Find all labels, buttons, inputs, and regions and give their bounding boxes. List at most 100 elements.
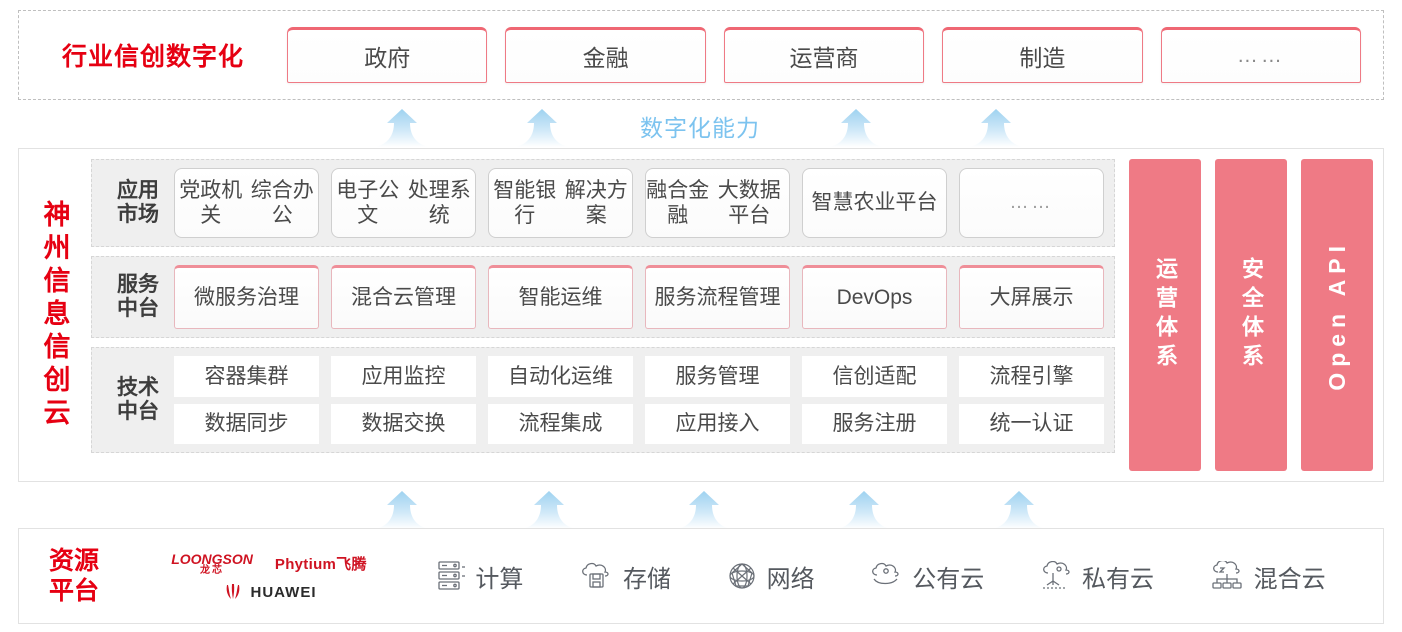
up-arrow-icon [675,490,733,530]
cloud-platform-box: 神州信息信创云 应用 市场 党政机关综合办公 电子公文处理系统 智能银行解决方案… [18,148,1384,482]
pillar-label: 安全体系 [1239,257,1264,373]
resource-item-storage[interactable]: 存储 [578,559,671,594]
up-arrow-icon [520,490,578,530]
pillar-label: 运营体系 [1153,257,1178,373]
pillar-open-api[interactable]: Open API [1301,159,1373,471]
resource-item-compute[interactable]: 计算 [436,559,523,594]
svc-cell-service-process-mgmt[interactable]: 服务流程管理 [645,265,790,329]
vendor-row-2: HUAWEI [222,584,317,601]
tech-cell-container-cluster[interactable]: 容器集群 [174,356,319,397]
application-cell-list: 党政机关综合办公 电子公文处理系统 智能银行解决方案 融合金融大数据平台 智慧农… [174,168,1104,238]
server-icon [438,561,466,590]
loongson-logo-sub: 龙芯 [200,564,225,576]
pillar-security-system[interactable]: 安全体系 [1215,159,1287,471]
huawei-logo: HUAWEI [222,584,317,601]
layer-technical-platform: 技术 中台 容器集群 应用监控 自动化运维 服务管理 信创适配 流程引擎 数据同… [91,347,1115,453]
vendor-logo-list: LOONGSON 龙芯 Phytium飞腾 HUAWEI [129,552,409,601]
technical-cell-grid: 容器集群 应用监控 自动化运维 服务管理 信创适配 流程引擎 数据同步 数据交换… [174,356,1104,444]
private-cloud-icon [1042,561,1070,589]
tech-cell-data-exchange[interactable]: 数据交换 [331,403,476,444]
cloud-layer-list: 应用 市场 党政机关综合办公 电子公文处理系统 智能银行解决方案 融合金融大数据… [91,149,1121,481]
resource-item-label: 公有云 [912,565,985,593]
resource-item-label: 计算 [475,565,524,593]
cloud-platform-title: 神州信息信创云 [39,199,70,431]
resource-item-network[interactable]: 网络 [726,559,815,594]
huawei-flower-icon [226,584,239,599]
pillar-label: Open API [1323,239,1350,391]
up-arrow-icon [990,490,1048,530]
capability-arrow-strip-top: 数字化能力 [0,104,1402,148]
technical-cell-row-2: 数据同步 数据交换 流程集成 应用接入 服务注册 统一认证 [174,403,1104,444]
tech-cell-service-mgmt[interactable]: 服务管理 [645,356,790,397]
layer-label-line2: 中台 [117,297,159,320]
up-arrow-icon [513,108,571,148]
svc-cell-intelligent-ops[interactable]: 智能运维 [488,265,633,329]
hybrid-cloud-icon [1211,561,1242,589]
tech-cell-data-sync[interactable]: 数据同步 [174,403,319,444]
resource-item-label: 存储 [622,565,671,593]
industry-card-government[interactable]: 政府 [287,27,488,83]
industry-card-finance[interactable]: 金融 [505,27,706,83]
app-cell-finance-bigdata[interactable]: 融合金融大数据平台 [645,168,790,238]
layer-label-line1: 服务 [117,272,159,296]
pillar-operation-system[interactable]: 运营体系 [1129,159,1201,471]
layer-label-line2: 中台 [117,400,159,423]
industry-card-operator[interactable]: 运营商 [723,27,925,83]
industry-card-manufacturing[interactable]: 制造 [942,27,1143,83]
layer-label-line1: 应用 [117,178,159,202]
resource-item-hybrid-cloud[interactable]: 混合云 [1209,559,1326,594]
industry-band: 行业信创数字化 政府 金融 运营商 制造 …… [18,10,1384,100]
pillar-list: 运营体系 安全体系 Open API [1121,149,1383,481]
app-cell-gov-office[interactable]: 党政机关综合办公 [174,168,319,238]
app-cell-more[interactable]: …… [959,168,1104,238]
resource-title-line1: 资源 [48,547,99,575]
up-arrow-icon [967,108,1025,148]
capability-label: 数字化能力 [640,115,760,141]
technical-cell-row-1: 容器集群 应用监控 自动化运维 服务管理 信创适配 流程引擎 [174,356,1104,397]
layer-application-market: 应用 市场 党政机关综合办公 电子公文处理系统 智能银行解决方案 融合金融大数据… [91,159,1115,247]
loongson-logo: LOONGSON 龙芯 [171,552,253,576]
resource-arrow-strip-bottom [0,486,1402,530]
network-globe-icon [729,563,755,589]
up-arrow-icon [373,108,431,148]
svc-cell-devops[interactable]: DevOps [802,265,947,329]
tech-cell-xinchuang-adaptation[interactable]: 信创适配 [802,356,947,397]
layer-label-service-platform: 服务 中台 [102,265,174,329]
industry-card-more[interactable]: …… [1160,27,1362,83]
huawei-logo-text: HUAWEI [250,583,317,601]
layer-service-platform: 服务 中台 微服务治理 混合云管理 智能运维 服务流程管理 DevOps 大屏展… [91,256,1115,338]
layer-label-technical-platform: 技术 中台 [102,356,174,444]
tech-cell-service-registry[interactable]: 服务注册 [802,403,947,444]
resource-item-label: 网络 [766,565,815,593]
svc-cell-large-screen-display[interactable]: 大屏展示 [959,265,1104,329]
vendor-row-1: LOONGSON 龙芯 Phytium飞腾 [171,552,367,576]
resource-item-label: 混合云 [1253,565,1326,593]
layer-label-line2: 市场 [117,203,159,226]
tech-cell-automated-ops[interactable]: 自动化运维 [488,356,633,397]
app-cell-e-document[interactable]: 电子公文处理系统 [331,168,476,238]
app-cell-smart-agriculture[interactable]: 智慧农业平台 [802,168,947,238]
cloud-storage-icon [582,562,609,588]
layer-label-line1: 技术 [117,375,159,399]
app-cell-smart-bank[interactable]: 智能银行解决方案 [488,168,633,238]
layer-label-application-market: 应用 市场 [102,168,174,238]
resource-item-private-cloud[interactable]: 私有云 [1039,559,1154,594]
svc-cell-microservice-governance[interactable]: 微服务治理 [174,265,319,329]
resource-item-label: 私有云 [1081,565,1154,593]
tech-cell-process-engine[interactable]: 流程引擎 [959,356,1104,397]
resource-platform-band: 资源 平台 LOONGSON 龙芯 Phytium飞腾 HUAWEI [18,528,1384,624]
resource-title-line2: 平台 [48,577,99,605]
loongson-logo-text: LOONGSON [171,550,253,567]
tech-cell-app-access[interactable]: 应用接入 [645,403,790,444]
tech-cell-process-integration[interactable]: 流程集成 [488,403,633,444]
public-cloud-icon [872,562,899,585]
resource-item-public-cloud[interactable]: 公有云 [869,559,984,594]
resource-item-list: 计算 存储 [409,559,1383,594]
resource-platform-title: 资源 平台 [19,546,129,606]
svc-cell-hybrid-cloud-mgmt[interactable]: 混合云管理 [331,265,476,329]
up-arrow-icon [835,490,893,530]
tech-cell-unified-auth[interactable]: 统一认证 [959,403,1104,444]
phytium-logo: Phytium飞腾 [274,556,367,573]
tech-cell-app-monitoring[interactable]: 应用监控 [331,356,476,397]
service-cell-list: 微服务治理 混合云管理 智能运维 服务流程管理 DevOps 大屏展示 [174,265,1104,329]
